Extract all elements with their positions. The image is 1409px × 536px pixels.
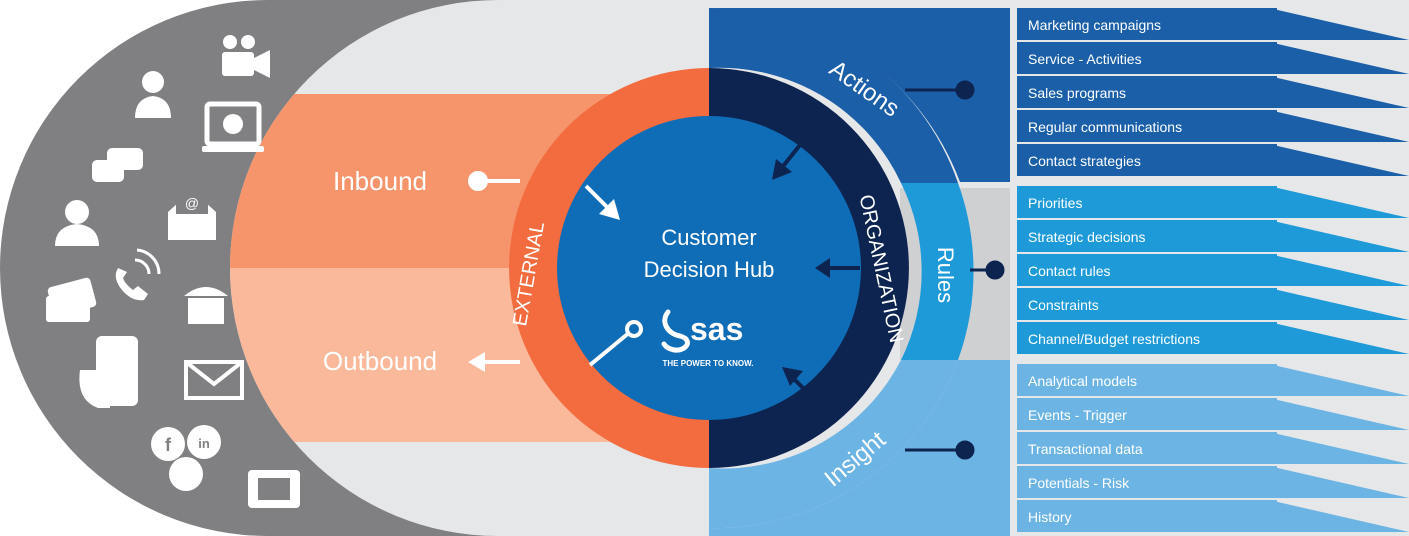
actions-sector bbox=[709, 7, 1010, 182]
insight-list-item: Analytical models bbox=[1017, 364, 1409, 396]
email-envelope-icon: @ bbox=[168, 186, 216, 240]
branch-store-icon bbox=[184, 287, 228, 324]
call-center-agent-icon bbox=[55, 200, 99, 246]
hub-title-line2: Decision Hub bbox=[644, 257, 775, 282]
actions-list-item-label: Regular communications bbox=[1028, 119, 1182, 135]
actions-list-item: Contact strategies bbox=[1017, 144, 1409, 176]
actions-list-item-label: Sales programs bbox=[1028, 85, 1126, 101]
chat-bubbles-icon bbox=[92, 148, 143, 182]
channel-icons: @ bbox=[46, 35, 300, 508]
mobile-phone-hand-icon bbox=[79, 336, 138, 408]
social-media-icon: f in bbox=[151, 425, 221, 491]
sas-logo-text: sas bbox=[690, 311, 743, 347]
actions-list-item: Regular communications bbox=[1017, 110, 1409, 142]
desk-phone-icon bbox=[248, 470, 300, 508]
computer-globe-icon bbox=[202, 101, 264, 152]
hub-outbound-pin bbox=[588, 320, 643, 367]
connectors bbox=[905, 80, 1005, 460]
actions-list-item: Service - Activities bbox=[1017, 42, 1409, 74]
insight-list-item-label: Events - Trigger bbox=[1028, 407, 1127, 423]
rules-list-item-label: Constraints bbox=[1028, 297, 1099, 313]
hub-arrows bbox=[584, 184, 620, 220]
rules-list-item: Constraints bbox=[1017, 288, 1409, 320]
hub-title-line1: Customer bbox=[661, 225, 756, 250]
insight-list-item-label: Transactional data bbox=[1028, 441, 1143, 457]
person-icon bbox=[135, 71, 171, 118]
rules-list-item: Channel/Budget restrictions bbox=[1017, 322, 1409, 354]
actions-list-item-label: Marketing campaigns bbox=[1028, 17, 1161, 33]
sas-logo-tagline: THE POWER TO KNOW. bbox=[663, 359, 754, 368]
rules-label: Rules bbox=[933, 247, 958, 303]
rules-list-item: Contact rules bbox=[1017, 254, 1409, 286]
svg-text:f: f bbox=[165, 435, 172, 455]
insight-list-item-label: History bbox=[1028, 509, 1072, 525]
right-outer-ring bbox=[709, 7, 1010, 536]
actions-list-item-label: Service - Activities bbox=[1028, 51, 1142, 67]
rules-list-item-label: Strategic decisions bbox=[1028, 229, 1146, 245]
sas-logo-swoosh-icon bbox=[661, 309, 690, 353]
actions-list-item: Marketing campaigns bbox=[1017, 8, 1409, 40]
svg-text:@: @ bbox=[185, 195, 199, 211]
insight-list-item: Potentials - Risk bbox=[1017, 466, 1409, 498]
insight-list-item-label: Analytical models bbox=[1028, 373, 1137, 389]
outbound-label: Outbound bbox=[323, 346, 437, 376]
inbound-label: Inbound bbox=[333, 166, 427, 196]
rules-list-item-label: Contact rules bbox=[1028, 263, 1110, 279]
outbound-arrow bbox=[468, 352, 520, 372]
hub-circle bbox=[557, 116, 861, 420]
rules-list-item: Strategic decisions bbox=[1017, 220, 1409, 252]
rules-list-item-label: Channel/Budget restrictions bbox=[1028, 331, 1200, 347]
sas-logo: sas THE POWER TO KNOW. bbox=[661, 309, 754, 368]
phone-call-icon bbox=[115, 248, 161, 301]
insight-list-item: History bbox=[1017, 500, 1409, 532]
actions-list-item-label: Contact strategies bbox=[1028, 153, 1141, 169]
credit-card-icon bbox=[46, 277, 97, 322]
svg-text:in: in bbox=[198, 436, 210, 451]
video-camera-icon bbox=[222, 35, 270, 78]
rules-list-item-label: Priorities bbox=[1028, 195, 1082, 211]
insight-list-item-label: Potentials - Risk bbox=[1028, 475, 1130, 491]
external-ring bbox=[509, 68, 709, 468]
insight-list-item: Transactional data bbox=[1017, 432, 1409, 464]
insight-list-item: Events - Trigger bbox=[1017, 398, 1409, 430]
rules-list-item: Priorities bbox=[1017, 186, 1409, 218]
inbound-connector bbox=[468, 171, 520, 191]
actions-list-item: Sales programs bbox=[1017, 76, 1409, 108]
mail-icon bbox=[184, 360, 244, 400]
organization-ring bbox=[709, 68, 909, 468]
